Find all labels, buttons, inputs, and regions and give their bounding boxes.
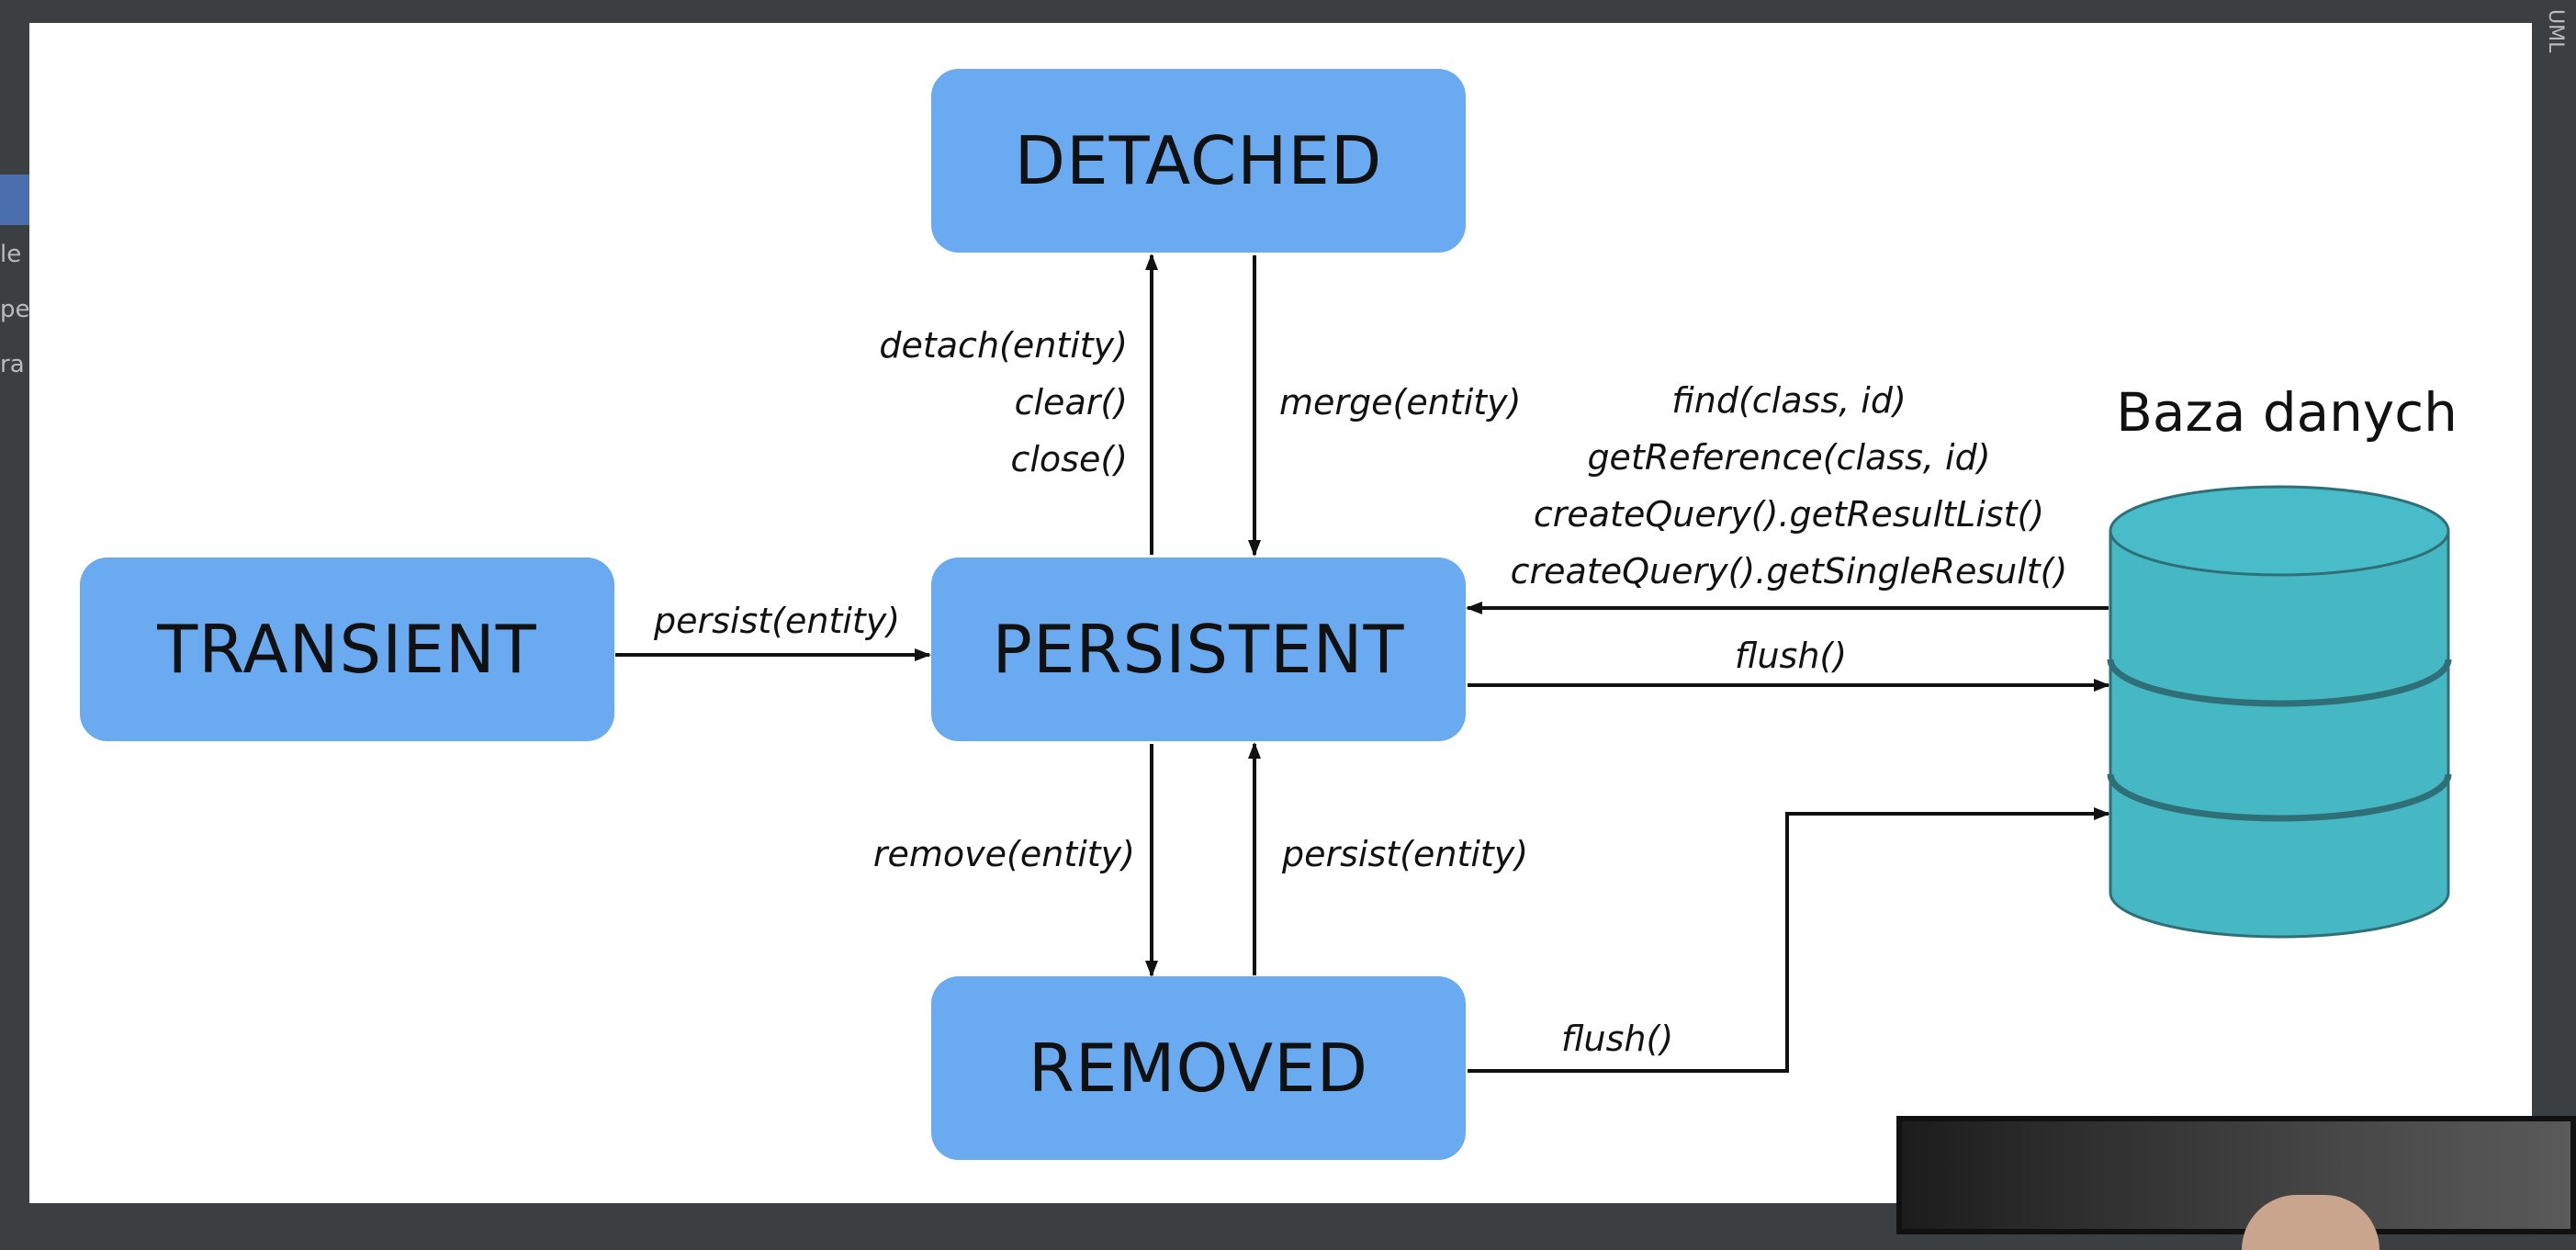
ide-left-fragment[interactable]: le (0, 241, 22, 268)
label-create-query-single-result: createQuery().getSingleResult() (1510, 551, 2068, 591)
state-removed: REMOVED (931, 976, 1466, 1160)
label-persist-from-removed: persist(entity) (1282, 834, 1529, 874)
database-icon (2107, 485, 2452, 939)
ide-left-panel: le pe ra (0, 0, 29, 1234)
label-close: close() (1010, 439, 1128, 479)
presenter-head (2242, 1195, 2379, 1250)
ide-uml-tab[interactable]: UML (2544, 9, 2567, 53)
label-get-reference: getReference(class, id) (1587, 437, 1991, 478)
label-remove-entity: remove(entity) (872, 834, 1135, 874)
arrow-removed-to-database (1468, 807, 2110, 1073)
ide-right-panel (2532, 0, 2576, 1234)
label-clear: clear() (1014, 382, 1128, 422)
state-persistent: PERSISTENT (931, 557, 1466, 741)
label-flush-removed: flush() (1561, 1019, 1674, 1059)
database-label: Baza danych (2116, 381, 2458, 444)
webcam-overlay (1896, 1116, 2576, 1250)
label-create-query-result-list: createQuery().getResultList() (1533, 494, 2045, 535)
state-detached: DETACHED (931, 69, 1466, 253)
label-find: find(class, id) (1671, 380, 1907, 421)
ide-left-fragment[interactable]: pe (0, 296, 29, 323)
label-flush-persistent: flush() (1734, 636, 1848, 676)
label-persist-from-transient: persist(entity) (654, 601, 901, 641)
ide-left-fragment[interactable]: ra (0, 351, 25, 378)
label-merge-entity: merge(entity) (1279, 382, 1522, 422)
label-detach-entity: detach(entity) (879, 325, 1128, 366)
state-transient: TRANSIENT (80, 557, 614, 741)
ide-left-selected-tab[interactable] (0, 175, 29, 225)
